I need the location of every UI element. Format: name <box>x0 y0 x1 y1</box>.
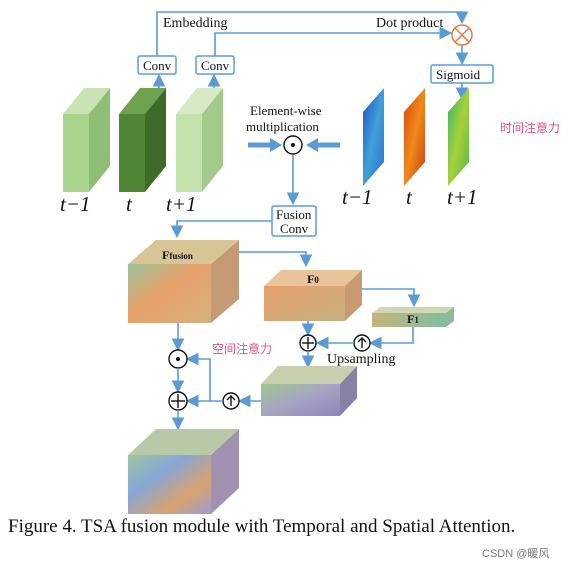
attention-map-t <box>404 88 425 186</box>
f-fusion-cube <box>128 240 239 323</box>
upsample-operator-left <box>222 392 240 410</box>
spatial-attention-label: 空间注意力 <box>212 341 272 356</box>
elementwise-operator <box>283 135 303 155</box>
frame-cube-tm1 <box>63 88 110 192</box>
elementwise-label-line2: multiplication <box>246 119 319 134</box>
attention-map-tp1 <box>448 88 469 186</box>
embedding-line-top <box>156 11 469 56</box>
fusion-conv-label-line2: Conv <box>280 221 309 236</box>
upsampling-label: Upsampling <box>327 352 395 367</box>
frame-cube-tp1 <box>176 88 223 192</box>
conv-label-left: Conv <box>143 58 172 73</box>
f0-label: F0 <box>307 272 319 286</box>
embedding-line-mid <box>214 26 453 56</box>
f1-label: F1 <box>407 312 419 326</box>
upsampled-cube <box>261 366 357 416</box>
add-operator-right <box>299 334 317 352</box>
f1-cube <box>372 307 454 327</box>
arrow-branch-to-mult-left <box>185 352 211 401</box>
frame-label-tm1: t−1 <box>60 192 91 216</box>
dot-product-operator <box>451 24 473 46</box>
map-label-t: t <box>406 185 413 209</box>
frame-label-tp1: t+1 <box>166 192 197 216</box>
dot-product-label: Dot product <box>376 16 443 31</box>
output-cube <box>128 429 239 514</box>
arrow-f1-to-upsample <box>368 327 414 350</box>
frame-label-t: t <box>126 192 133 216</box>
attention-map-tm1 <box>363 88 384 186</box>
arrow-maps-to-mult-head <box>306 138 318 152</box>
add-operator-left <box>168 391 188 411</box>
arrow-ffusion-to-f0 <box>239 251 313 268</box>
frame-cube-t <box>119 88 166 192</box>
watermark: CSDN @暖风 <box>482 548 550 560</box>
figure-caption: Figure 4. TSA fusion module with Tempora… <box>8 516 516 537</box>
multiply-operator-left <box>168 349 188 369</box>
temporal-attention-label: 时间注意力 <box>500 120 560 135</box>
fusion-conv-label-line1: Fusion <box>276 207 312 222</box>
conv-label-right: Conv <box>201 58 230 73</box>
map-label-tm1: t−1 <box>342 185 373 209</box>
upsample-operator-right <box>353 334 371 352</box>
f-fusion-label: Ffusion <box>162 248 193 262</box>
embedding-label: Embedding <box>163 16 228 31</box>
map-label-tp1: t+1 <box>447 185 478 209</box>
elementwise-label-line1: Element-wise <box>250 103 322 118</box>
arrow-fusion-conv-to-ffusion <box>170 220 272 239</box>
arrow-f0-to-f1 <box>362 288 421 308</box>
f0-cube <box>264 270 362 321</box>
arrow-frames-to-mult-head <box>270 138 282 152</box>
sigmoid-label: Sigmoid <box>436 67 481 82</box>
